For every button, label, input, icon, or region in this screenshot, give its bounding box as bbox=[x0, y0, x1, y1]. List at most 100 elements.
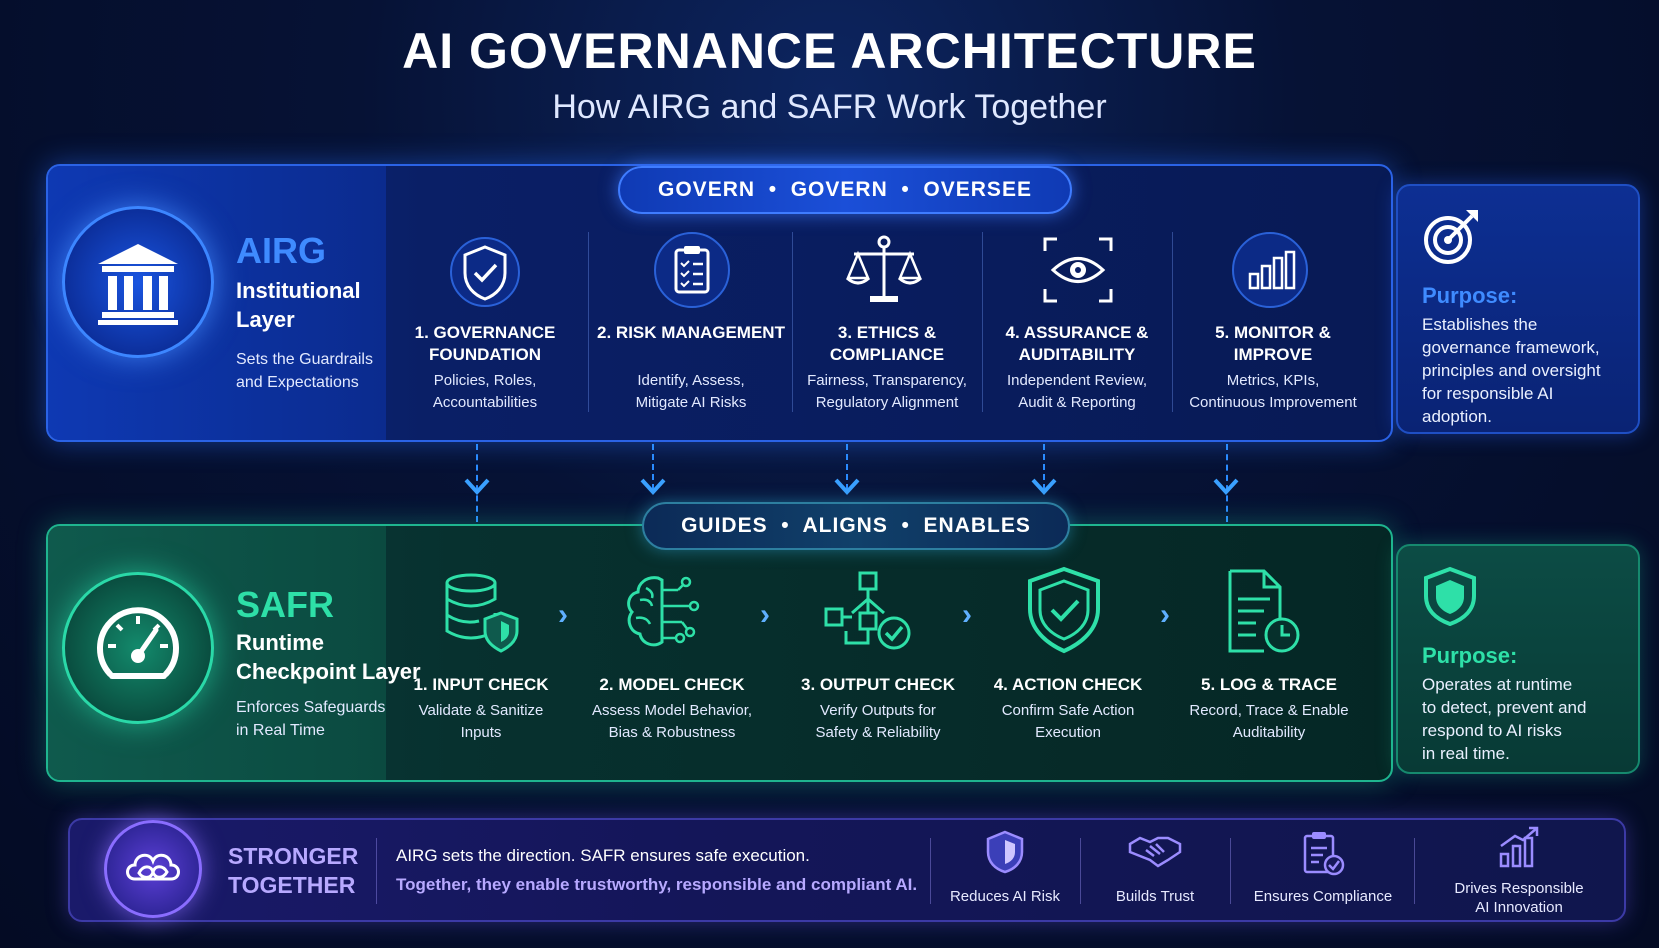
safr-check-1: 1. INPUT CHECK Validate & Sanitize Input… bbox=[396, 674, 566, 744]
benefit-ensures-compliance: Ensures Compliance bbox=[1240, 830, 1406, 906]
pillar-title: IMPROVE bbox=[1233, 345, 1313, 364]
safr-desc-line2: in Real Time bbox=[236, 722, 325, 739]
institution-icon bbox=[98, 244, 178, 325]
benefit-label: Drives Responsible bbox=[1454, 880, 1584, 897]
airg-type-line1: Institutional bbox=[236, 278, 361, 303]
benefit-label: AI Innovation bbox=[1475, 899, 1563, 916]
chevron-right-icon: › bbox=[558, 598, 568, 631]
document-clock-icon bbox=[1222, 566, 1306, 656]
brain-circuit-icon bbox=[620, 568, 710, 656]
pillar-desc: Fairness, Transparency, bbox=[807, 372, 967, 389]
pillar-title: 2. RISK MANAGEMENT bbox=[597, 323, 785, 342]
check-desc: Validate & Sanitize bbox=[418, 702, 544, 719]
airg-purpose-card: Purpose: Establishes the governance fram… bbox=[1396, 184, 1640, 434]
check-desc: Assess Model Behavior, bbox=[591, 702, 753, 719]
benefit-builds-trust: Builds Trust bbox=[1090, 830, 1220, 906]
airg-name: AIRG bbox=[236, 230, 326, 271]
stronger-together-bar bbox=[68, 818, 1626, 922]
arrow-down-icon bbox=[1031, 478, 1057, 495]
benefit-label: Builds Trust bbox=[1115, 888, 1195, 905]
pillar-desc: Audit & Reporting bbox=[1018, 394, 1136, 411]
page-subtitle: How AIRG and SAFR Work Together bbox=[552, 88, 1107, 126]
airg-divider bbox=[1172, 232, 1173, 412]
check-desc: Verify Outputs for bbox=[820, 702, 936, 719]
pillar-desc: Policies, Roles, bbox=[433, 372, 537, 389]
purpose-line: respond to AI risks bbox=[1422, 721, 1562, 740]
bar-chart-icon bbox=[1228, 228, 1312, 312]
airg-pillar-4: 4. ASSURANCE & AUDITABILITY Independent … bbox=[986, 322, 1168, 414]
check-title: 3. OUTPUT CHECK bbox=[801, 675, 955, 694]
bottom-divider bbox=[376, 838, 377, 904]
airg-desc-line1: Sets the Guardrails bbox=[236, 351, 373, 368]
arrow-down-icon bbox=[1213, 478, 1239, 495]
together-badge bbox=[104, 820, 202, 918]
pillar-desc: Continuous Improvement bbox=[1189, 394, 1357, 411]
bottom-divider bbox=[1414, 838, 1415, 904]
pillar-title: 4. ASSURANCE & bbox=[1005, 323, 1149, 342]
airg-pillar-2: 2. RISK MANAGEMENT Identify, Assess, Mit… bbox=[596, 322, 786, 414]
airg-desc-line2: and Expectations bbox=[236, 374, 359, 391]
safr-type-line2: Checkpoint Layer bbox=[236, 659, 421, 684]
pillar-desc: Metrics, KPIs, bbox=[1226, 372, 1320, 389]
benefit-label: Ensures Compliance bbox=[1253, 888, 1393, 905]
clipboard-checklist-icon bbox=[650, 228, 734, 312]
bottom-divider bbox=[1230, 838, 1231, 904]
check-desc: Inputs bbox=[460, 724, 502, 741]
eye-scan-icon bbox=[1036, 228, 1120, 312]
pillar-title bbox=[596, 344, 786, 366]
pillar-desc: Regulatory Alignment bbox=[815, 394, 959, 411]
arrow-down-icon bbox=[834, 478, 860, 495]
pillar-desc: Independent Review, bbox=[1006, 372, 1148, 389]
arrow-down-icon bbox=[464, 478, 490, 495]
check-desc: Record, Trace & Enable bbox=[1189, 702, 1349, 719]
page-title: AI GOVERNANCE ARCHITECTURE bbox=[402, 23, 1257, 79]
arrow-down-icon bbox=[640, 478, 666, 495]
purpose-heading: Purpose: bbox=[1422, 283, 1518, 308]
airg-divider bbox=[792, 232, 793, 412]
pillar-desc: Accountabilities bbox=[432, 394, 538, 411]
shield-icon bbox=[1424, 566, 1476, 627]
together-highlight: Together, they enable trustworthy, respo… bbox=[396, 875, 918, 894]
flow-connector bbox=[476, 444, 478, 522]
airg-divider bbox=[982, 232, 983, 412]
airg-type-line2: Layer bbox=[236, 307, 295, 332]
pillar-title: 3. ETHICS & bbox=[837, 323, 937, 342]
growth-chart-icon bbox=[1499, 826, 1539, 868]
check-desc: Safety & Reliability bbox=[815, 724, 941, 741]
benefit-label: Reduces AI Risk bbox=[949, 888, 1061, 905]
safr-badge bbox=[62, 572, 214, 724]
shield-check-icon bbox=[1022, 564, 1106, 656]
purpose-line: adoption. bbox=[1422, 407, 1492, 426]
benefit-reduces-risk: Reduces AI Risk bbox=[940, 830, 1070, 906]
purpose-text: Operates at runtime to detect, prevent a… bbox=[1422, 673, 1614, 765]
purpose-text: Establishes the governance framework, pr… bbox=[1422, 313, 1614, 428]
database-shield-icon bbox=[438, 568, 526, 656]
flow-connector bbox=[846, 444, 848, 490]
pillar-desc: Identify, Assess, bbox=[637, 372, 745, 389]
together-statement: AIRG sets the direction. SAFR ensures sa… bbox=[396, 846, 810, 865]
pillar-title: AUDITABILITY bbox=[1018, 345, 1136, 364]
safr-check-4: 4. ACTION CHECK Confirm Safe Action Exec… bbox=[976, 674, 1160, 744]
safr-check-2: 2. MODEL CHECK Assess Model Behavior, Bi… bbox=[580, 674, 764, 744]
check-title: 1. INPUT CHECK bbox=[413, 675, 549, 694]
together-title-line: TOGETHER bbox=[228, 872, 356, 898]
safr-desc-line1: Enforces Safeguards bbox=[236, 699, 386, 716]
check-title: 5. LOG & TRACE bbox=[1200, 675, 1337, 694]
chevron-right-icon: › bbox=[1160, 598, 1170, 631]
airg-pillar-3: 3. ETHICS & COMPLIANCE Fairness, Transpa… bbox=[796, 322, 978, 414]
pillar-title: COMPLIANCE bbox=[829, 345, 945, 364]
safr-check-5: 5. LOG & TRACE Record, Trace & Enable Au… bbox=[1170, 674, 1368, 744]
airg-divider bbox=[588, 232, 589, 412]
flow-check-icon bbox=[822, 568, 914, 656]
safr-pill: GUIDES • ALIGNS • ENABLES bbox=[642, 502, 1070, 550]
check-title: 4. ACTION CHECK bbox=[993, 675, 1143, 694]
safr-panel bbox=[46, 524, 1393, 782]
check-desc: Execution bbox=[1035, 724, 1101, 741]
pillar-desc: Mitigate AI Risks bbox=[635, 394, 747, 411]
purpose-line: governance framework, bbox=[1422, 338, 1600, 357]
chevron-right-icon: › bbox=[962, 598, 972, 631]
airg-pill: GOVERN • GOVERN • OVERSEE bbox=[618, 166, 1072, 214]
check-desc: Confirm Safe Action bbox=[1001, 702, 1135, 719]
together-title-line: STRONGER bbox=[228, 843, 359, 869]
handshake-icon bbox=[1128, 836, 1182, 868]
